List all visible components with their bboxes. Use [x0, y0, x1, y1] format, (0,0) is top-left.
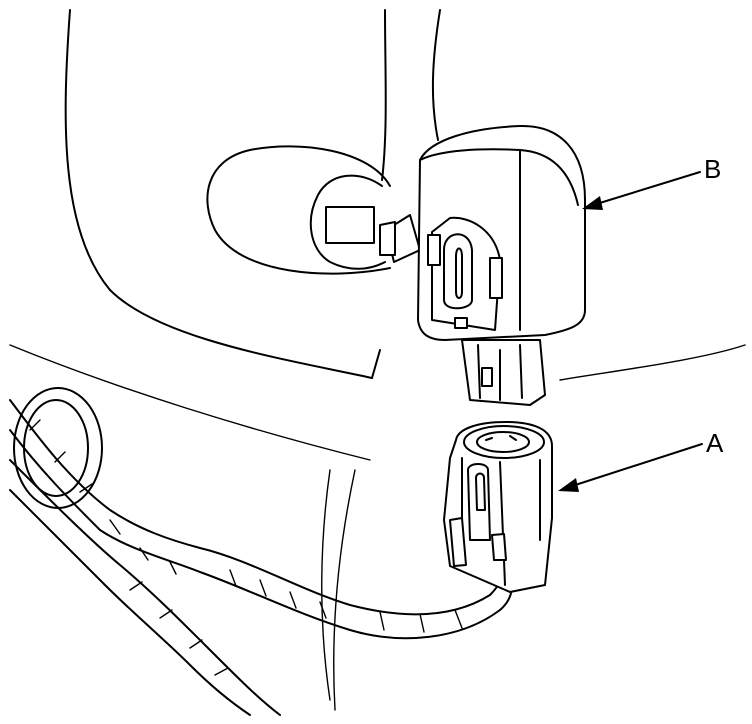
mounting-recess — [206, 145, 391, 275]
arrowhead-b — [582, 196, 603, 210]
sensor-unit — [379, 124, 586, 406]
grommet — [13, 387, 103, 509]
leader-line-a — [565, 443, 703, 489]
mounting-tab — [325, 206, 375, 244]
harness-connector — [443, 421, 553, 593]
callout-leaders — [558, 171, 703, 492]
callout-label-a: A — [706, 428, 724, 458]
leader-line-b — [589, 171, 701, 207]
callout-label-b: B — [704, 154, 721, 184]
wire-harness — [9, 399, 514, 716]
body-panel — [9, 9, 746, 711]
arrowhead-a — [558, 478, 579, 492]
